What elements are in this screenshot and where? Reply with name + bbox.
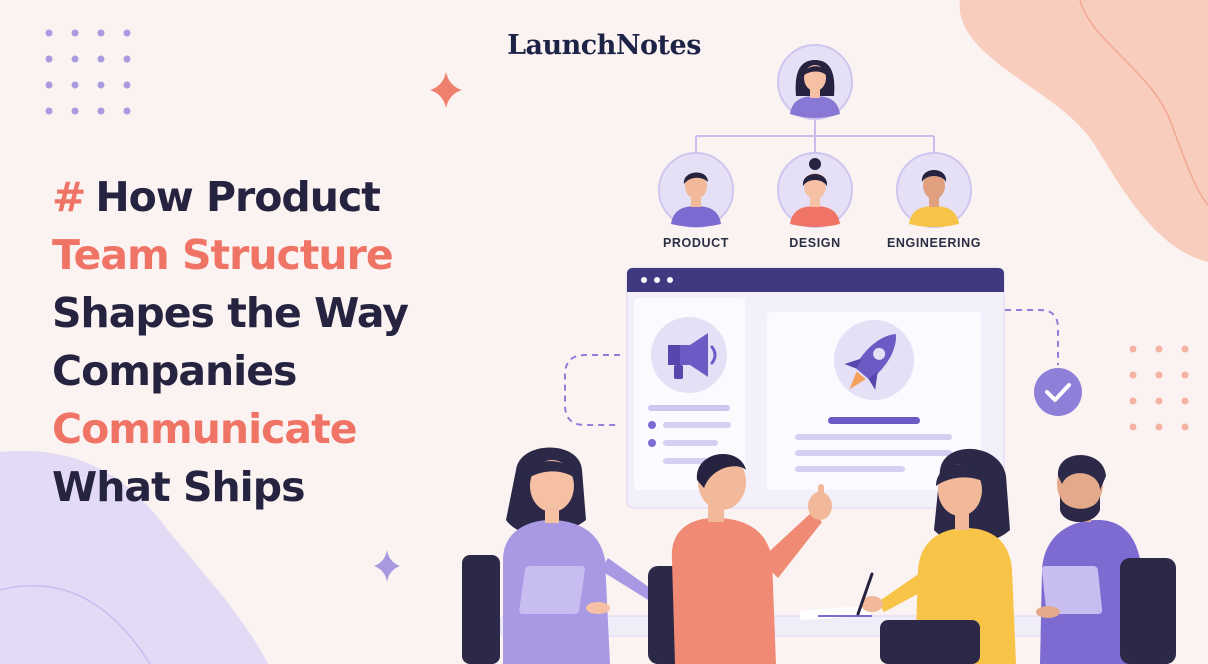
person-man-laptop: [1036, 455, 1146, 664]
hash-symbol: #: [52, 173, 86, 221]
checkmark-icon: [1034, 368, 1082, 416]
dot-grid-right: [1129, 345, 1189, 431]
avatar-lead: [777, 44, 853, 120]
headline-line-4: Companies: [52, 347, 297, 395]
app-window: [626, 267, 1005, 509]
dot-grid-top-left: [45, 29, 131, 115]
avatar-engineering: [896, 152, 972, 228]
headline-line-3: Shapes the Way: [52, 289, 409, 337]
peach-blob: [959, 0, 1208, 262]
headline-line-6: What Ships: [52, 463, 305, 511]
role-label-engineering: ENGINEERING: [886, 236, 982, 250]
lavender-blob: [0, 450, 268, 664]
megaphone-icon: [668, 333, 717, 379]
chair: [462, 555, 500, 664]
blob-line-left: [0, 585, 151, 664]
headline-line-2: Team Structure: [52, 231, 394, 279]
headline-text: How Product: [95, 173, 381, 221]
headline-line-5: Communicate: [52, 405, 358, 453]
org-chart-connectors: [695, 118, 935, 156]
role-label-design: DESIGN: [789, 236, 841, 250]
role-label-product: PRODUCT: [662, 236, 729, 250]
chair: [1120, 558, 1176, 664]
rocket-icon: [844, 333, 896, 390]
avatar-product: [658, 152, 734, 228]
avatar-design: [777, 152, 853, 228]
person-man-pointing: [671, 453, 832, 664]
person-woman-laptop: [503, 447, 664, 664]
blob-line: [1079, 0, 1208, 206]
chair: [880, 620, 980, 664]
person-woman-writing: [856, 448, 1016, 664]
headline: #How Product Team Structure Shapes the W…: [52, 168, 409, 516]
sparkle-icon: [430, 72, 462, 108]
dashed-connector-left: [564, 354, 620, 426]
sparkle-icon: [374, 550, 400, 582]
dashed-connector-right: [1005, 309, 1059, 365]
headline-line-1: #How Product: [52, 168, 408, 226]
